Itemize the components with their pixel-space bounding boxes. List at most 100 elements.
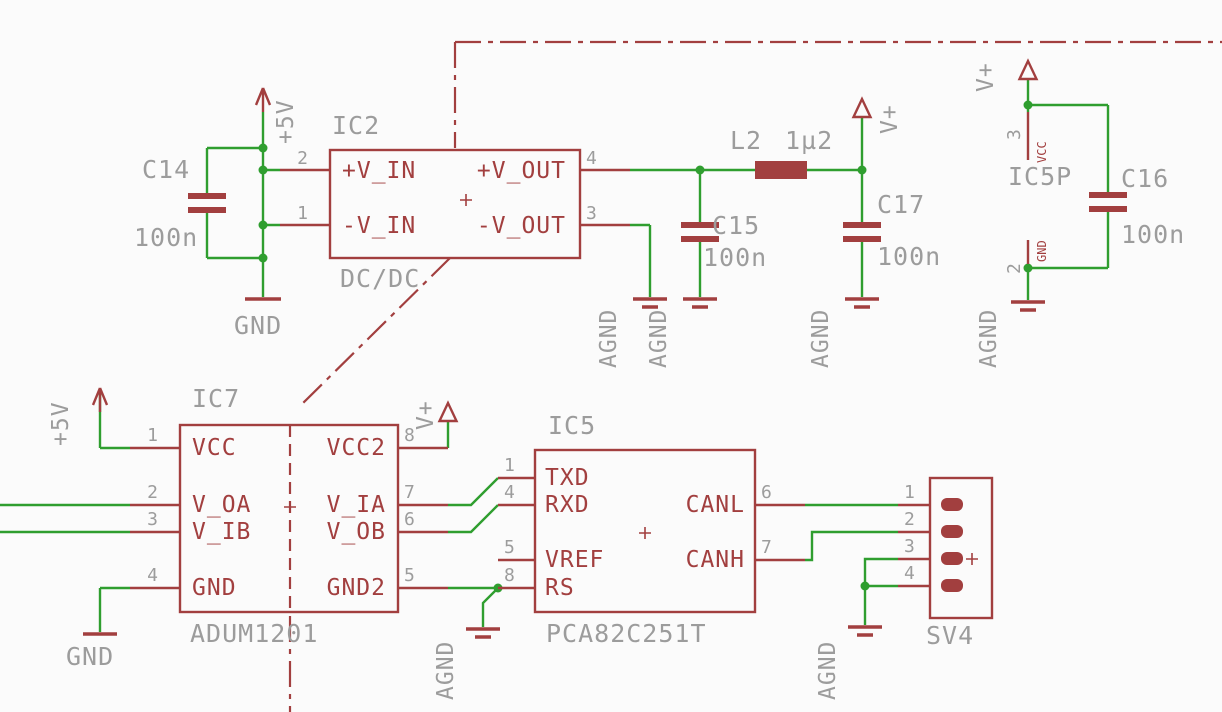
junction-dot (857, 165, 867, 175)
origin-cross-icon (284, 501, 296, 513)
capacitor-c15[interactable]: C15 100n (681, 211, 767, 272)
supply-vplus-ic7[interactable]: V+ (413, 400, 459, 430)
pin-stub[interactable] (898, 503, 930, 588)
junction-dot (258, 220, 268, 230)
ref-label: C15 (712, 211, 760, 240)
ground-agnd-ic5p[interactable]: AGND (976, 300, 1045, 368)
net-label-agnd: AGND (976, 309, 1002, 368)
net-ic7-ic5-cross[interactable] (446, 422, 503, 627)
pin-number: 1 (904, 482, 915, 503)
pin-name: CANL (686, 492, 745, 518)
component-ic5[interactable]: IC5 PCA82C251T TXD RXD VREF RS CANL CANH… (498, 411, 805, 648)
cap-plate (1089, 206, 1127, 212)
capacitor-c16[interactable]: C16 100n (1089, 164, 1185, 249)
wire[interactable] (481, 587, 499, 627)
pin-name: GND2 (327, 575, 386, 601)
net-label-plus5v: +5V (48, 401, 74, 446)
origin-cross-icon (966, 553, 978, 565)
pin-name: -V_OUT (477, 213, 566, 239)
component-sv4[interactable]: 1 2 3 4 SV4 (898, 476, 994, 650)
wire[interactable] (630, 223, 652, 297)
pin-pad (941, 552, 963, 565)
pin-number: 2 (297, 148, 308, 169)
pin-number: 2 (147, 482, 158, 503)
pin-number: 7 (404, 482, 415, 503)
ref-label: IC7 (192, 384, 240, 413)
pin-name: TXD (545, 465, 590, 491)
pin-stub[interactable] (130, 446, 448, 590)
ground-gnd-c14[interactable]: GND (234, 297, 282, 340)
supply-vplus-l2[interactable]: V+ (851, 96, 904, 134)
pin-pad (941, 498, 963, 511)
net-label-agnd: AGND (596, 309, 622, 368)
ref-label: IC5 (548, 411, 596, 440)
net-label-plus5v: +5V (273, 99, 299, 144)
sv4-body[interactable] (928, 476, 994, 620)
net-ic5p-c16[interactable] (1023, 79, 1110, 300)
inductor-l2[interactable]: L2 1µ2 (730, 126, 833, 179)
value-label: 100n (877, 242, 941, 271)
net-vout-neg[interactable] (630, 223, 652, 297)
net-can-bus[interactable] (805, 503, 898, 625)
pin-stub[interactable] (498, 476, 805, 590)
junction-dot (258, 253, 268, 263)
component-ic5p[interactable]: IC5P 3 VCC 2 GND (1004, 112, 1072, 274)
pin-name: GND (1035, 240, 1049, 262)
ground-gnd-ic7[interactable]: GND (66, 632, 117, 671)
pin-name: VCC2 (327, 435, 386, 461)
net-ic7-left[interactable] (0, 390, 130, 632)
plus5v-arrow-icon (91, 387, 109, 412)
component-ic7[interactable]: IC7 ADUM1201 VCC V_OA V_IB GND VCC2 V_IA… (130, 384, 448, 648)
pin-number: 2 (1004, 263, 1025, 274)
junction-dot (860, 581, 870, 591)
wire[interactable] (205, 112, 280, 297)
value-label: PCA82C251T (546, 619, 707, 648)
ic2-body[interactable] (328, 148, 582, 260)
ground-agnd-c15[interactable]: AGND (646, 297, 717, 368)
ground-agnd-voutneg[interactable]: AGND (596, 297, 667, 368)
pin-stub[interactable] (280, 168, 630, 227)
junction-dot (258, 143, 268, 153)
supply-plus5v-ic7[interactable]: +5V (48, 387, 109, 446)
pin-number: 5 (404, 565, 415, 586)
pin-name: VREF (545, 547, 604, 573)
pin-number: 6 (761, 482, 772, 503)
agnd-symbol-icon (466, 627, 500, 639)
wire[interactable] (805, 503, 898, 625)
origin-cross-icon (639, 527, 651, 539)
pin-name: VCC (192, 435, 237, 461)
ground-agnd-c17[interactable]: AGND (808, 297, 879, 368)
capacitor-c14[interactable]: C14 100n (134, 155, 226, 252)
value-label: ADUM1201 (190, 619, 318, 648)
pin-number: 8 (504, 565, 515, 586)
value-label: 100n (703, 243, 767, 272)
net-plus5v-dcdc[interactable] (205, 112, 280, 297)
cap-plate (681, 236, 719, 242)
ground-agnd-rs[interactable]: AGND (433, 627, 500, 700)
wire[interactable] (0, 390, 130, 632)
agnd-symbol-icon (633, 297, 667, 309)
inductor-body[interactable] (755, 161, 807, 179)
pin-number: 4 (586, 148, 597, 169)
pin-name: V_OB (327, 519, 386, 545)
junction-dot (1023, 263, 1033, 273)
wire[interactable] (1026, 79, 1110, 300)
cap-plate (843, 222, 881, 228)
wire[interactable] (446, 422, 499, 590)
pin-name: -V_IN (342, 213, 416, 239)
net-vplus-rail[interactable] (630, 118, 867, 297)
supply-vplus-ic5p[interactable]: V+ (973, 58, 1039, 92)
wire[interactable] (630, 118, 864, 297)
value-label: 100n (134, 223, 198, 252)
capacitor-c17[interactable]: C17 100n (843, 190, 941, 271)
agnd-symbol-icon (845, 297, 879, 309)
supply-plus5v-top[interactable]: +5V (254, 87, 299, 144)
net-label-agnd: AGND (433, 641, 459, 700)
cap-plate (188, 207, 226, 213)
component-ic2[interactable]: IC2 DC/DC +V_IN -V_IN +V_OUT -V_OUT 2 1 … (280, 111, 630, 293)
pin-number: 4 (504, 482, 515, 503)
ground-agnd-sv4[interactable]: AGND (815, 625, 882, 700)
pin-number: 6 (404, 509, 415, 530)
pin-name: GND (192, 575, 237, 601)
